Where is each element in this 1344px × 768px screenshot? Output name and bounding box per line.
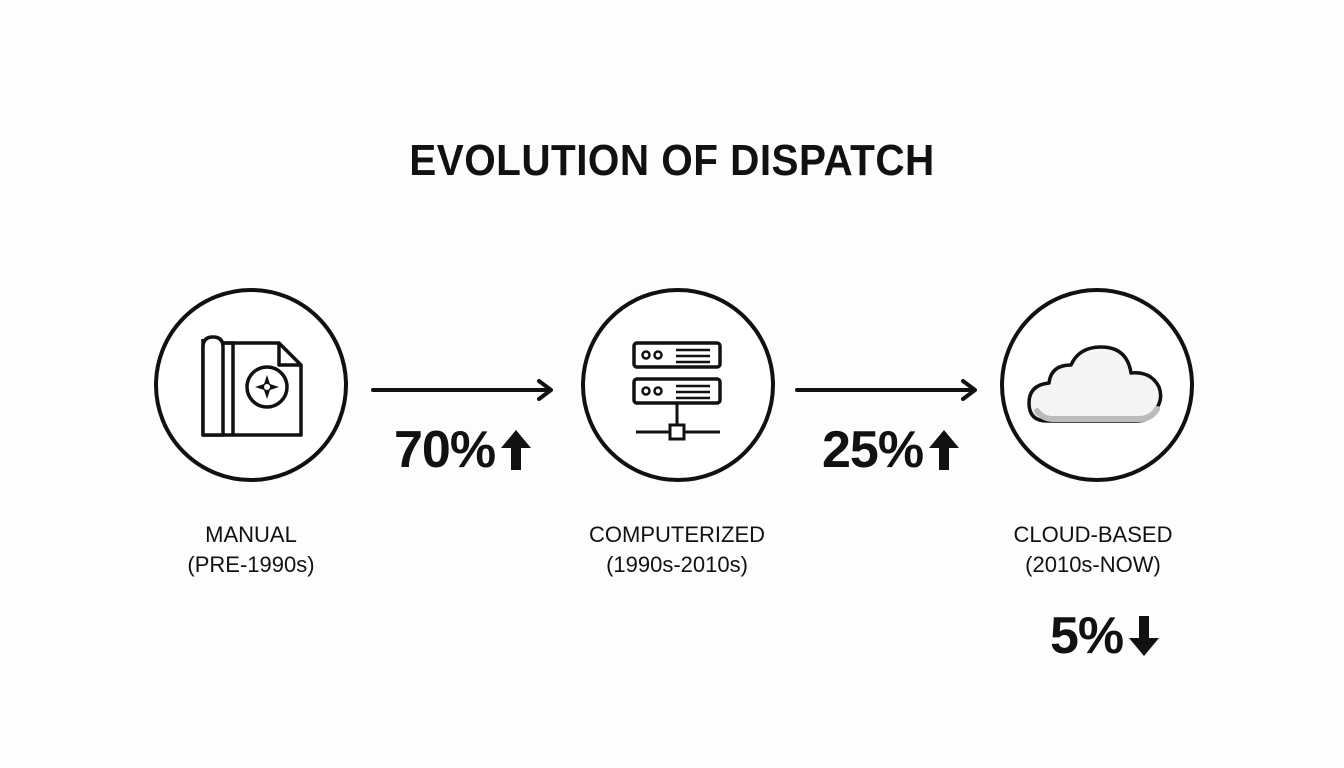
stat-value: 25% bbox=[822, 421, 924, 479]
stage-period: (2010s-NOW) bbox=[1025, 552, 1161, 577]
stage-name: MANUAL bbox=[205, 522, 297, 547]
arrow-right-icon bbox=[371, 379, 553, 401]
arrow-right-icon bbox=[795, 379, 977, 401]
arrow-down-icon bbox=[1129, 616, 1160, 656]
stat-manual: 70% bbox=[394, 420, 533, 480]
stage-label-cloud: CLOUD-BASED (2010s-NOW) bbox=[963, 520, 1223, 580]
stage-label-computerized: COMPUTERIZED (1990s-2010s) bbox=[547, 520, 807, 580]
document-map-icon bbox=[154, 288, 348, 482]
diagram-title: EVOLUTION OF DISPATCH bbox=[409, 136, 935, 185]
stage-name: CLOUD-BASED bbox=[1013, 522, 1173, 547]
stage-period: (1990s-2010s) bbox=[606, 552, 748, 577]
arrow-up-icon bbox=[929, 430, 960, 470]
stage-label-manual: MANUAL (PRE-1990s) bbox=[121, 520, 381, 580]
stat-value: 5% bbox=[1050, 607, 1124, 665]
stat-cloud: 5% bbox=[1050, 606, 1161, 666]
arrow-up-icon bbox=[501, 430, 532, 470]
cloud-icon bbox=[1000, 288, 1194, 482]
stage-name: COMPUTERIZED bbox=[589, 522, 765, 547]
stat-computerized: 25% bbox=[822, 420, 961, 480]
stat-value: 70% bbox=[394, 421, 496, 479]
stage-period: (PRE-1990s) bbox=[187, 552, 315, 577]
server-network-icon bbox=[581, 288, 775, 482]
